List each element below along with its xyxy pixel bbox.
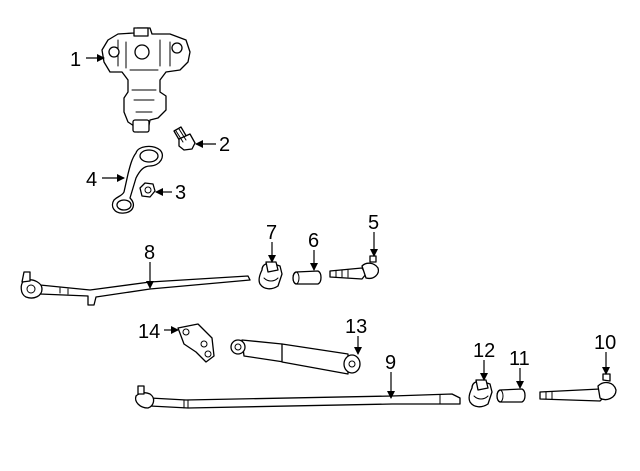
callout-3: 3 (175, 182, 186, 204)
callout-10: 10 (594, 332, 616, 354)
callout-5: 5 (368, 212, 379, 234)
callout-labels: 1 2 3 4 5 6 7 8 9 10 11 12 13 14 (70, 49, 616, 374)
callout-4: 4 (86, 169, 97, 191)
tie-rod-9 (134, 385, 461, 409)
pitman-arm (111, 145, 164, 214)
adjuster-sleeve-11 (496, 388, 526, 403)
steering-damper (230, 339, 361, 375)
clamp-7 (258, 261, 283, 290)
callout-12: 12 (473, 340, 495, 362)
callout-8: 8 (144, 242, 155, 264)
callout-13: 13 (345, 316, 367, 338)
callout-11: 11 (509, 348, 530, 370)
callout-14: 14 (138, 321, 160, 343)
clamp-12 (468, 379, 493, 408)
callout-9: 9 (385, 352, 396, 374)
callout-1: 1 (70, 49, 81, 71)
pitman-arm-bolt (173, 126, 196, 151)
callout-6: 6 (308, 230, 319, 252)
tie-rod-end-10 (539, 373, 617, 402)
tie-rod-8 (20, 271, 251, 306)
callout-2: 2 (219, 134, 230, 156)
callout-7: 7 (266, 222, 277, 244)
adjuster-sleeve-6 (292, 270, 322, 285)
steering-gear-box (101, 27, 191, 133)
leader-lines (86, 54, 610, 399)
pitman-arm-nut (139, 182, 156, 198)
damper-bracket (177, 323, 215, 363)
tie-rod-end-5 (329, 255, 380, 280)
